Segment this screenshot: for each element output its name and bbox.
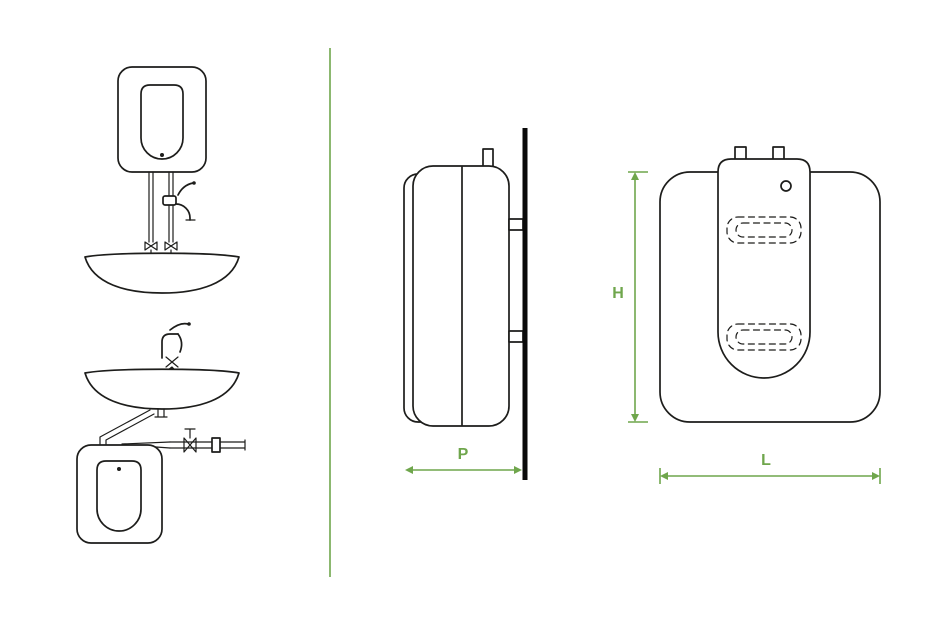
depth-arrow-left (405, 466, 413, 474)
wall-bracket-top (508, 218, 524, 231)
wall-bracket-bottom (508, 330, 524, 343)
over-sink-heater-tank (140, 84, 184, 160)
over-sink-heater-indicator (160, 153, 164, 157)
front-view-cover (717, 158, 811, 379)
height-arrow-bottom (631, 414, 639, 422)
depth-dimension: P (405, 446, 522, 474)
faucet-lever (177, 182, 194, 196)
supply-valve-handle (184, 428, 196, 439)
mounting-slot-bottom-inner (735, 329, 793, 345)
under-sink-faucet-knob (187, 322, 191, 326)
under-sink-heater-casing (76, 444, 163, 544)
under-sink-heater-tank (96, 460, 142, 532)
valve-left (144, 241, 158, 251)
supply-valve (183, 437, 197, 453)
under-sink-heater-indicator (117, 467, 121, 471)
hot-water-pipe (99, 409, 155, 445)
over-sink-installation-diagram (84, 66, 240, 294)
under-sink-basin (84, 368, 240, 410)
under-sink-faucet-spout (177, 333, 183, 353)
valve-right (164, 241, 178, 251)
side-view-front-shell (412, 165, 510, 427)
spray-cross (165, 356, 179, 368)
depth-label: P (458, 446, 469, 463)
depth-arrow-right (514, 466, 522, 474)
faucet-spout (175, 203, 191, 221)
length-arrow-left (660, 472, 668, 480)
front-view: H L (612, 146, 881, 484)
under-sink-faucet-riser (161, 333, 179, 359)
height-dimension: H (612, 171, 648, 423)
side-view: P (403, 128, 528, 480)
length-label: L (761, 452, 771, 469)
front-view-screw-hole (780, 180, 792, 192)
basin-drain (154, 408, 168, 418)
over-sink-basin (84, 252, 240, 294)
height-arrow-top (631, 172, 639, 180)
over-sink-pipes (148, 171, 174, 243)
faucet-body (162, 195, 177, 206)
faucet-lever-knob (192, 181, 196, 185)
under-sink-faucet-lever (169, 322, 189, 331)
length-dimension: L (659, 452, 881, 484)
under-sink-installation-diagram (76, 322, 246, 544)
supply-line (169, 439, 246, 451)
mounting-slot-bottom-outer (726, 323, 802, 351)
height-label: H (612, 285, 624, 302)
pipe-fitting (211, 437, 221, 453)
mounting-slot-top-inner (735, 222, 793, 238)
length-arrow-right (872, 472, 880, 480)
over-sink-heater-casing (117, 66, 207, 173)
mounting-slot-top-outer (726, 216, 802, 244)
